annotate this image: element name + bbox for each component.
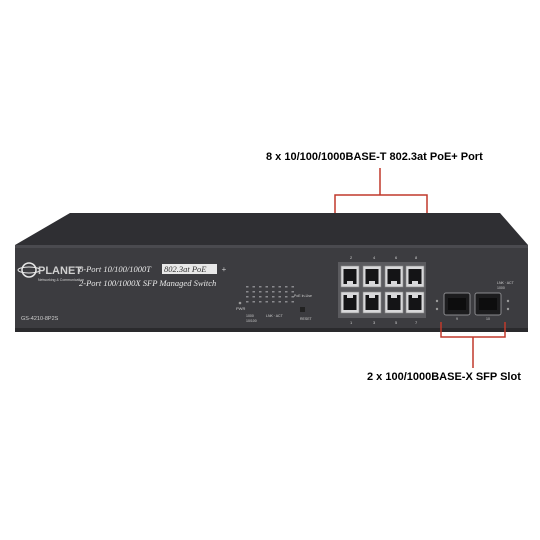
status-led [246,301,249,303]
brand-tagline: Networking & Communication [38,278,84,282]
sfp-slot-callout-bracket [440,322,506,368]
status-led [285,291,288,293]
sfp-number-9: 9 [456,317,458,321]
status-led [265,301,268,303]
rj45-port-7 [405,291,425,314]
status-led [265,296,268,298]
status-led [278,301,281,303]
planet-logo: PLANET Networking & Communication [17,262,84,282]
port-number-3: 3 [373,320,376,325]
status-led [259,301,262,303]
rj45-port-8 [405,265,425,288]
status-led [291,296,294,298]
status-led [246,291,249,293]
rj45-port-5 [384,291,404,314]
sfp-number-10: 10 [486,317,490,321]
port-number-4: 4 [373,255,376,260]
port-number-1: 1 [350,320,353,325]
poe-in-use-label: PoE In-Use [294,294,312,298]
status-led [272,286,275,288]
led-panel: PWR PoE In-Use 1000 10/100 LNK · ACT RES… [236,294,313,323]
status-led [265,286,268,288]
status-led [272,301,275,303]
status-led [285,296,288,298]
status-led [259,286,262,288]
rj45-port-2 [340,265,360,288]
sfp-legend-1000: 1000 [497,286,505,290]
reset-button [300,307,305,312]
status-led [285,301,288,303]
poe-port-callout-label: 8 x 10/100/1000BASE-T 802.3at PoE+ Port [266,151,483,163]
description-line2: 2-Port 100/1000X SFP Managed Switch [79,278,216,288]
port-number-8: 8 [415,255,418,260]
status-led [278,291,281,293]
port-number-2: 2 [350,255,353,260]
status-led [252,286,255,288]
sfp-legend-lnk-act: LNK · ACT [497,281,515,285]
status-led [252,301,255,303]
led-grid [246,286,294,303]
status-led [246,296,249,298]
legend-lnk-act: LNK · ACT [266,314,284,318]
status-led [278,296,281,298]
description-line1-suffix: + [221,264,227,274]
status-led [291,286,294,288]
status-led [285,286,288,288]
status-led [272,296,275,298]
model-label: GS-4210-8P2S [21,316,59,322]
status-led [259,296,262,298]
rj45-port-6 [384,265,404,288]
status-led [291,301,294,303]
status-led [291,291,294,293]
rj45-port-block [338,262,426,318]
status-led [252,296,255,298]
legend-10-100: 10/100 [246,319,257,323]
description-line1-prefix: 8-Port 10/100/1000T [79,264,152,274]
description-highlight: 802.3at PoE [164,264,207,274]
pwr-label: PWR [236,306,245,311]
chassis-top [15,213,528,245]
sfp-slot-9 [443,292,471,316]
status-led [272,291,275,293]
port-number-6: 6 [395,255,398,260]
rj45-port-4 [362,265,382,288]
rj45-port-3 [362,291,382,314]
port-number-5: 5 [395,320,398,325]
chassis-front [15,245,528,332]
sfp-slot-callout-label: 2 x 100/1000BASE-X SFP Slot [367,371,521,383]
status-led [259,291,262,293]
reset-label: RESET [300,317,313,321]
rj45-port-1 [340,291,360,314]
legend-1000: 1000 [246,314,254,318]
sfp-slot-10 [474,292,502,316]
status-led [246,286,249,288]
status-led [265,291,268,293]
status-led [278,286,281,288]
status-led [252,291,255,293]
brand-name: PLANET [38,265,82,277]
port-number-7: 7 [415,320,418,325]
